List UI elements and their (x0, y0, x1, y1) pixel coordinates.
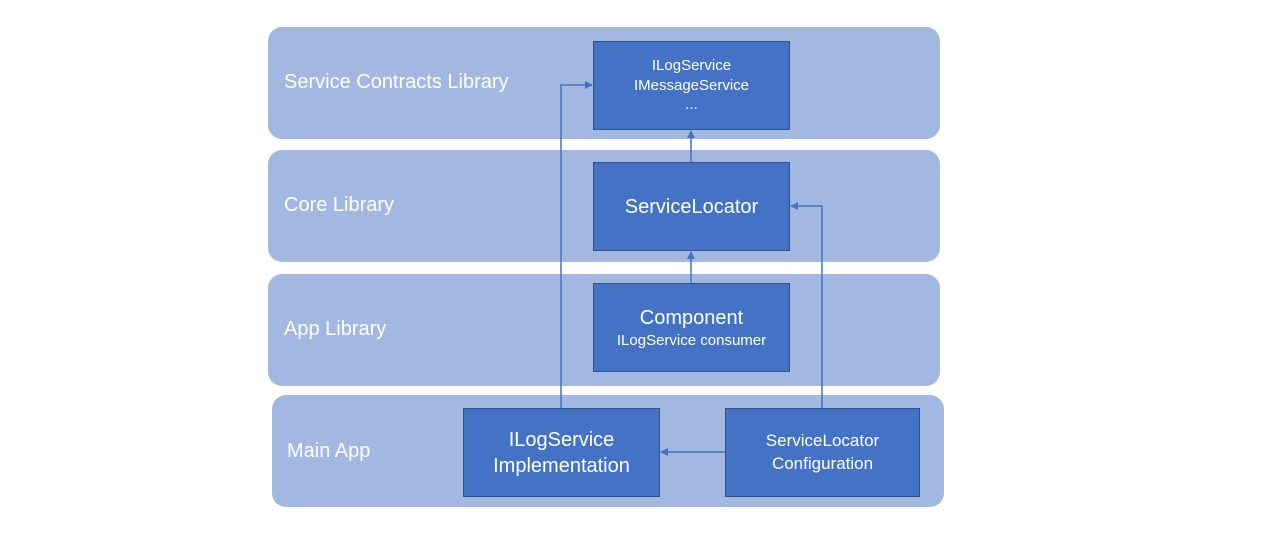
component-title: Component (639, 306, 744, 329)
box-service-contracts: ILogService IMessageService ... (593, 41, 790, 130)
layer-label-core: Core Library (284, 194, 395, 216)
layer-label-app: App Library (284, 318, 387, 340)
log-impl-line-1: ILogService (508, 428, 615, 451)
box-component: Component ILogService consumer (593, 283, 790, 372)
layer-label-service-contracts: Service Contracts Library (284, 71, 509, 93)
contract-imessageservice: IMessageService (633, 76, 750, 94)
contract-ilogservice: ILogService (651, 57, 732, 75)
service-locator-label: ServiceLocator (624, 195, 759, 218)
contract-ellipsis: ... (685, 96, 698, 114)
arrow-config-to-locator (790, 202, 823, 408)
component-subtitle: ILogService consumer (616, 331, 767, 349)
locator-config-line-1: ServiceLocator (765, 431, 880, 451)
box-service-locator: ServiceLocator (593, 162, 790, 251)
box-ilogservice-implementation: ILogService Implementation (463, 408, 660, 497)
locator-config-line-2: Configuration (771, 453, 874, 473)
box-service-locator-configuration: ServiceLocator Configuration (725, 408, 920, 497)
log-impl-line-2: Implementation (493, 454, 630, 477)
layer-label-main: Main App (287, 440, 371, 462)
arrow-impl-to-contracts (560, 81, 593, 408)
